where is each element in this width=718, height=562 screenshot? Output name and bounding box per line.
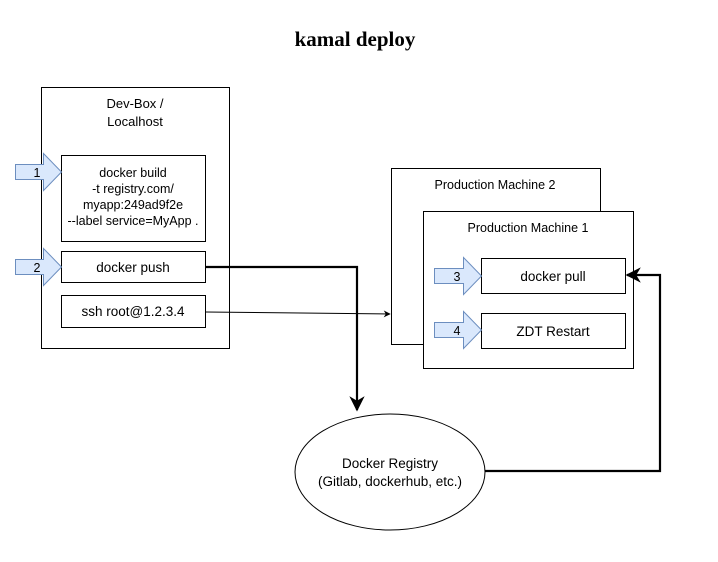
zdt-restart-label: ZDT Restart (516, 324, 590, 339)
production-machine-1-label: Production Machine 1 (468, 221, 589, 235)
step-2-arrow (15, 247, 63, 287)
docker-registry-node (294, 413, 486, 531)
docker-build-line1: docker build (99, 166, 166, 180)
docker-build-box (61, 155, 206, 242)
devbox-label-line1: Dev-Box / (106, 96, 163, 111)
production-machine-2-label: Production Machine 2 (435, 178, 556, 192)
docker-push-label: docker push (96, 260, 170, 275)
push-to-registry-connector (205, 265, 365, 412)
docker-push-box (61, 251, 206, 283)
ssh-box (61, 295, 206, 328)
step-1-label: 1 (34, 166, 41, 180)
docker-registry-line1: Docker Registry (342, 456, 438, 471)
diagram-title: kamal deploy (295, 27, 416, 51)
docker-build-line3: myapp:249ad9f2e (83, 198, 183, 212)
step-3-arrow (434, 256, 483, 296)
ssh-label: ssh root@1.2.3.4 (81, 304, 185, 319)
step-4-label: 4 (454, 324, 461, 338)
step-3-label: 3 (454, 270, 461, 284)
zdt-restart-box (481, 313, 626, 349)
docker-build-line4: --label service=MyApp . (68, 214, 199, 228)
docker-registry-line2: (Gitlab, dockerhub, etc.) (318, 474, 462, 489)
ssh-to-production-connector (205, 310, 391, 318)
docker-pull-label: docker pull (520, 269, 585, 284)
step-1-arrow (15, 152, 63, 192)
step-2-label: 2 (34, 261, 41, 275)
registry-to-pull-connector (485, 267, 662, 473)
step-4-arrow (434, 310, 483, 350)
docker-build-line2: -t registry.com/ (92, 182, 174, 196)
devbox-label-line2: Localhost (107, 114, 163, 129)
